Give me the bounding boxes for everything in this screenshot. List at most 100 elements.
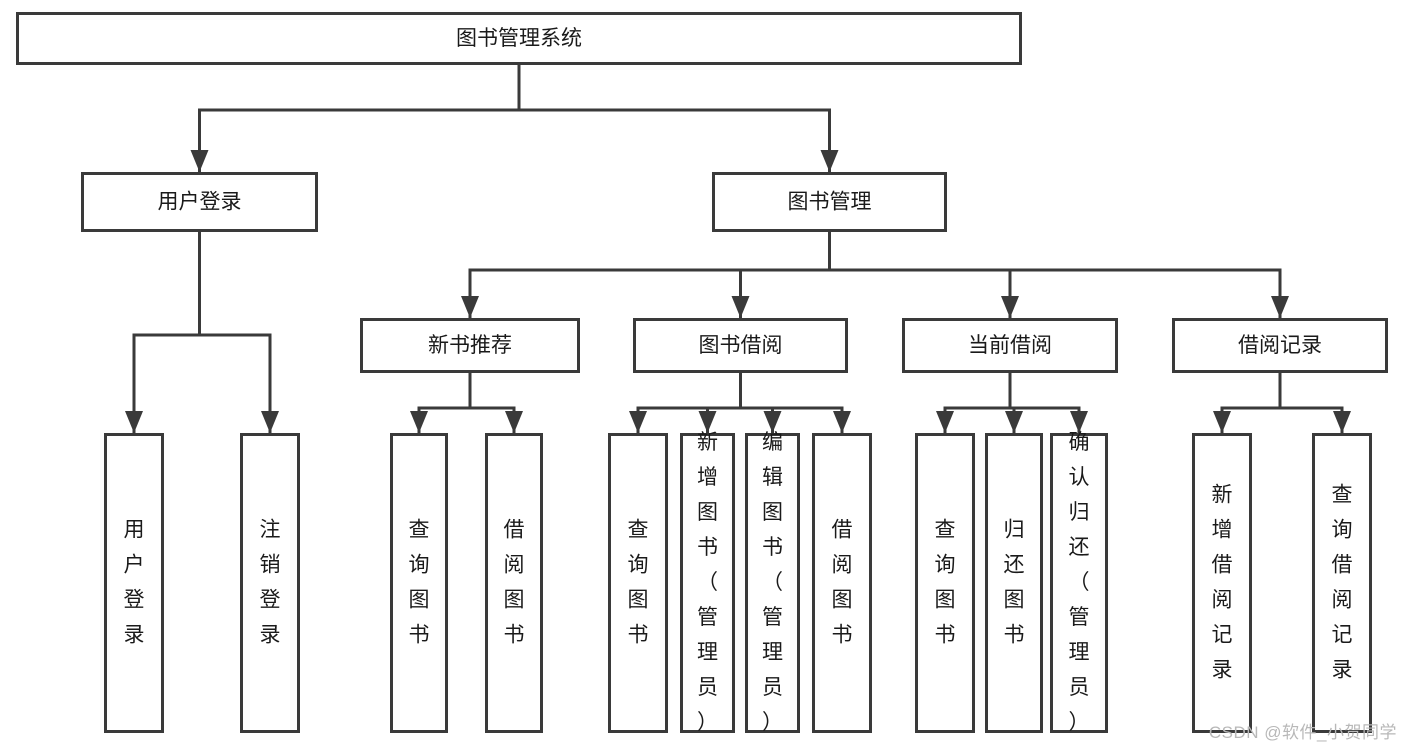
node-user-logout[interactable]: 注销登录注销登录 <box>240 433 300 733</box>
node-label-add-book-char-7: 员 <box>697 676 718 699</box>
node-label-current-borrow: 当前借阅 <box>968 334 1052 357</box>
node-label-confirm-return-char-3: 还 <box>1069 536 1090 559</box>
node-label-query-borrow-record-char-3: 阅 <box>1332 589 1353 612</box>
node-box-query-book-2[interactable] <box>608 433 668 733</box>
node-box-query-borrow-record[interactable] <box>1312 433 1372 733</box>
node-label-user-logout-char-1: 销 <box>260 554 281 577</box>
node-current-borrow[interactable]: 当前借阅 <box>902 318 1118 373</box>
node-label-add-book-char-2: 图 <box>697 501 718 524</box>
node-label-edit-book-char-5: 管 <box>762 606 783 629</box>
node-root[interactable]: 图书管理系统 <box>16 12 1022 65</box>
node-label-root: 图书管理系统 <box>456 27 582 50</box>
node-label-confirm-return-char-6: 理 <box>1069 641 1090 664</box>
node-label-confirm-return-char-0: 确 <box>1069 431 1090 454</box>
node-box-return-book[interactable] <box>985 433 1043 733</box>
node-box-user-logout[interactable] <box>240 433 300 733</box>
node-label-query-borrow-record-char-2: 借 <box>1332 554 1353 577</box>
node-label-borrow-book-1-char-3: 书 <box>504 624 525 647</box>
node-label-user-login-do-char-1: 户 <box>124 554 145 577</box>
node-box-add-book[interactable] <box>680 433 735 733</box>
node-label-add-borrow-record-char-5: 录 <box>1212 659 1233 682</box>
node-box-user-login-do[interactable] <box>104 433 164 733</box>
node-label-user-login-do-char-0: 用 <box>124 519 145 542</box>
arrow-head-icon <box>698 411 717 433</box>
node-box-add-borrow-record[interactable] <box>1192 433 1252 733</box>
arrow-head-icon <box>410 411 428 433</box>
node-label-add-book-char-3: 书 <box>697 536 718 559</box>
node-box-new-book-recommend[interactable] <box>360 318 580 373</box>
node-box-borrow-book-2[interactable] <box>812 433 872 733</box>
node-label-query-book-2-char-1: 询 <box>628 554 649 577</box>
node-add-borrow-record[interactable]: 新增借阅记录新增借阅记录 <box>1192 433 1252 733</box>
node-label-return-book-char-2: 图 <box>1004 589 1025 612</box>
node-box-borrow-book-1[interactable] <box>485 433 543 733</box>
node-query-book-1[interactable]: 查询图书查询图书 <box>390 433 448 733</box>
node-box-user-login[interactable] <box>81 172 318 232</box>
node-label-add-book-char-0: 新 <box>697 431 718 454</box>
node-label-add-book-char-6: 理 <box>697 641 718 664</box>
node-label-edit-book-char-1: 辑 <box>762 466 783 489</box>
node-label-edit-book-char-8: ） <box>762 711 783 734</box>
node-label-borrow-book-1-char-1: 阅 <box>504 554 525 577</box>
node-label-add-book-char-4: （ <box>697 571 718 594</box>
watermark-text: CSDN @软件_小贺同学 <box>1208 723 1397 742</box>
node-label-add-borrow-record-char-0: 新 <box>1212 484 1233 507</box>
node-label-edit-book-char-3: 书 <box>762 536 783 559</box>
node-query-borrow-record[interactable]: 查询借阅记录查询借阅记录 <box>1312 433 1372 733</box>
node-label-new-book-recommend: 新书推荐 <box>428 334 512 357</box>
node-label-query-borrow-record-char-4: 记 <box>1332 624 1353 647</box>
connector-layer <box>125 63 1351 434</box>
node-label-confirm-return-char-2: 归 <box>1069 501 1090 524</box>
node-layer: 图书管理系统用户登录用户登录用户登录注销登录注销登录图书管理新书推荐查询图书查询… <box>16 12 1388 734</box>
node-borrow-book-2[interactable]: 借阅图书借阅图书 <box>812 433 872 733</box>
node-user-login[interactable]: 用户登录 <box>81 172 318 232</box>
arrow-head-icon <box>1005 411 1023 433</box>
arrow-head-icon <box>190 150 209 172</box>
node-box-borrow-records[interactable] <box>1172 318 1388 373</box>
node-box-book-borrow[interactable] <box>633 318 848 373</box>
node-label-confirm-return-char-1: 认 <box>1069 466 1090 489</box>
node-book-borrow[interactable]: 图书借阅 <box>633 318 848 373</box>
node-box-edit-book[interactable] <box>745 433 800 733</box>
arrow-head-icon <box>731 296 750 318</box>
node-label-query-borrow-record-char-0: 查 <box>1332 484 1353 507</box>
arrow-head-icon <box>833 411 851 433</box>
arrow-head-icon <box>820 150 839 172</box>
node-query-book-2[interactable]: 查询图书查询图书 <box>608 433 668 733</box>
node-label-query-book-2-char-3: 书 <box>628 624 649 647</box>
arrow-head-icon <box>461 296 479 318</box>
node-label-query-book-3-char-3: 书 <box>935 624 956 647</box>
node-label-borrow-book-1-char-2: 图 <box>504 589 525 612</box>
node-label-borrow-book-1-char-0: 借 <box>504 519 525 542</box>
node-label-borrow-records: 借阅记录 <box>1238 334 1322 357</box>
node-label-add-book-char-8: ） <box>697 711 718 734</box>
node-box-book-manage[interactable] <box>712 172 947 232</box>
node-label-user-login-do-char-3: 录 <box>124 624 145 647</box>
arrow-head-icon <box>125 411 143 433</box>
node-label-edit-book-char-0: 编 <box>762 431 783 454</box>
node-box-query-book-1[interactable] <box>390 433 448 733</box>
node-borrow-records[interactable]: 借阅记录 <box>1172 318 1388 373</box>
node-label-user-logout-char-3: 录 <box>260 624 281 647</box>
node-query-book-3[interactable]: 查询图书查询图书 <box>915 433 975 733</box>
node-new-book-recommend[interactable]: 新书推荐 <box>360 318 580 373</box>
node-box-root[interactable] <box>16 12 1022 65</box>
node-label-confirm-return-char-4: （ <box>1069 571 1090 594</box>
node-label-add-borrow-record-char-3: 阅 <box>1212 589 1233 612</box>
node-box-query-book-3[interactable] <box>915 433 975 733</box>
node-label-query-book-3-char-2: 图 <box>935 589 956 612</box>
node-return-book[interactable]: 归还图书归还图书 <box>985 433 1043 733</box>
node-label-query-book-3-char-0: 查 <box>935 519 956 542</box>
node-label-query-book-3-char-1: 询 <box>935 554 956 577</box>
node-box-current-borrow[interactable] <box>902 318 1118 373</box>
node-borrow-book-1[interactable]: 借阅图书借阅图书 <box>485 433 543 733</box>
arrow-head-icon <box>1271 296 1289 318</box>
node-box-confirm-return[interactable] <box>1050 433 1108 733</box>
node-book-manage[interactable]: 图书管理 <box>712 172 947 232</box>
node-label-query-book-1-char-2: 图 <box>409 589 430 612</box>
node-label-confirm-return-char-7: 员 <box>1069 676 1090 699</box>
